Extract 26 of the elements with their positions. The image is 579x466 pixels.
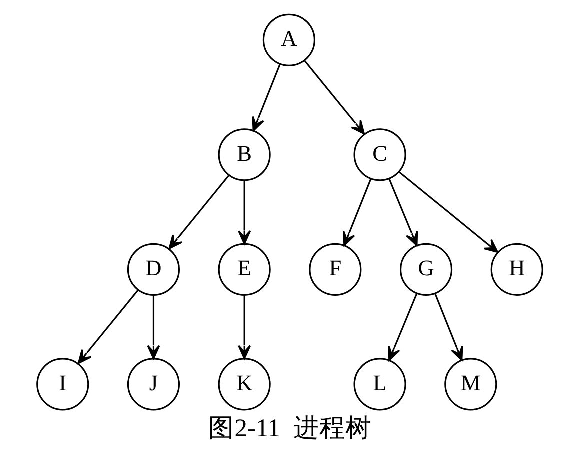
caption: 图2-11 进程树: [208, 414, 371, 443]
arrow: [77, 290, 138, 364]
arrow: [238, 180, 251, 245]
node-circle: K: [218, 358, 270, 411]
arrow: [342, 178, 372, 246]
node-circle: J: [126, 358, 180, 411]
arrow: [388, 294, 418, 362]
node-circle: I: [36, 358, 89, 411]
node-circle: B: [218, 128, 270, 182]
arrow: [146, 295, 160, 360]
arrow: [252, 64, 280, 132]
node-circle: L: [353, 358, 406, 411]
arrow: [388, 178, 418, 246]
node-circle: H: [490, 243, 543, 296]
arrow: [238, 295, 251, 360]
arrow: [304, 60, 365, 135]
node-circle: C: [353, 128, 406, 182]
node-circle: A: [262, 14, 315, 66]
arrow: [434, 294, 463, 362]
arrow: [398, 171, 498, 254]
node-circle: G: [399, 243, 452, 296]
node-circle: F: [308, 243, 362, 296]
node-circle: D: [126, 243, 180, 296]
node-circle: M: [444, 358, 497, 411]
arrow: [168, 174, 230, 250]
node-circle: E: [218, 243, 270, 296]
